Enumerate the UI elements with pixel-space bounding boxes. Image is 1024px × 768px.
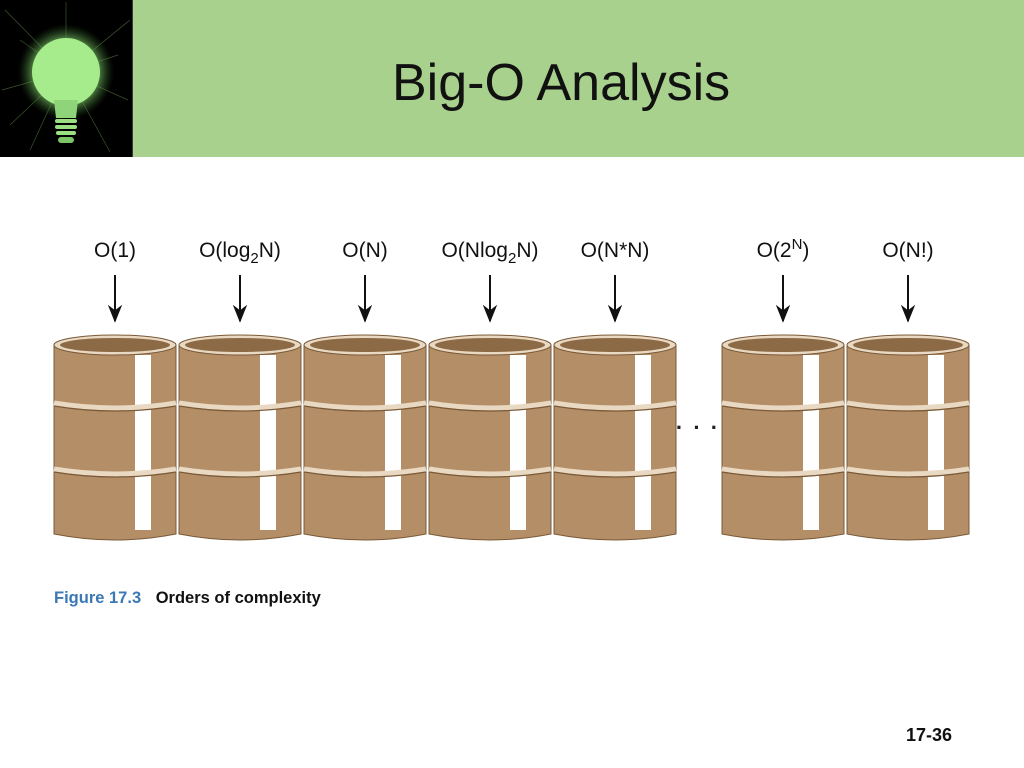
barrel-body: [178, 344, 302, 541]
barrel-body: [428, 344, 552, 541]
complexity-label: O(N): [342, 239, 388, 262]
barrel-highlight: [803, 355, 819, 530]
page-number: 17-36: [906, 725, 953, 745]
barrel-lid: [560, 338, 670, 352]
barrel-hoop-shadow: [846, 405, 970, 412]
complexity-barrel-3: O(N): [303, 239, 427, 541]
barrel-hoop-shadow: [178, 471, 302, 478]
barrel-hoop-shadow: [428, 405, 552, 412]
barrel-hoop: [721, 400, 845, 411]
figure-caption-text: Orders of complexity: [155, 589, 321, 607]
barrel-body: [721, 344, 845, 541]
barrel-lid: [310, 338, 420, 352]
barrel-hoop-shadow: [553, 405, 677, 412]
barrel-hoop-shadow: [303, 471, 427, 478]
barrel-hoop: [428, 466, 552, 477]
barrel-hoop: [553, 400, 677, 411]
barrel-lid: [435, 338, 545, 352]
barrel-hoop: [303, 400, 427, 411]
barrel-hoop: [846, 466, 970, 477]
barrel-lid: [853, 338, 963, 352]
barrel-hoop-shadow: [53, 405, 177, 412]
barrel-hoop: [303, 466, 427, 477]
barrel-body: [846, 344, 970, 541]
barrel-hoop: [53, 400, 177, 411]
barrel-highlight: [510, 355, 526, 530]
barrel-lid: [728, 338, 838, 352]
barrel-hoop-shadow: [178, 405, 302, 412]
barrel-lid: [185, 338, 295, 352]
lightbulb-icon: [0, 0, 133, 157]
barrel-body: [553, 344, 677, 541]
complexity-label: O(log2N): [199, 239, 281, 267]
barrel-hoop: [428, 400, 552, 411]
barrel-hoop: [721, 466, 845, 477]
complexity-barrel-6: O(2N): [721, 236, 845, 541]
complexity-figure: O(1) O(log2N) O(N) O(Nlog2N) O(N*N) O(2N) O(N!…: [0, 157, 1024, 587]
complexity-label: O(1): [94, 239, 136, 262]
barrel-lid: [60, 338, 170, 352]
barrel-hoop: [846, 400, 970, 411]
complexity-barrel-1: O(1): [53, 239, 177, 541]
barrel-highlight: [635, 355, 651, 530]
barrel-hoop-shadow: [428, 471, 552, 478]
barrels-illustration: O(1) O(log2N) O(N) O(Nlog2N) O(N*N) O(2N) O(N!…: [53, 236, 970, 541]
barrel-body: [303, 344, 427, 541]
figure-caption: Figure 17.3 Orders of complexity: [54, 589, 321, 608]
barrel-hoop: [53, 466, 177, 477]
complexity-barrel-5: O(N*N): [553, 239, 677, 541]
complexity-label: O(Nlog2N): [441, 239, 538, 267]
barrel-hoop-shadow: [53, 471, 177, 478]
barrel-hoop-shadow: [846, 471, 970, 478]
complexity-label: O(N*N): [581, 239, 650, 262]
barrel-highlight: [928, 355, 944, 530]
figure-number: Figure 17.3: [54, 589, 142, 607]
ellipsis-text: · · ·: [676, 415, 720, 440]
barrel-highlight: [385, 355, 401, 530]
complexity-label: O(2N): [757, 236, 810, 262]
barrel-body: [53, 344, 177, 541]
barrel-highlight: [260, 355, 276, 530]
slide-title: Big-O Analysis: [392, 54, 731, 112]
title-banner: Big-O Analysis: [0, 0, 1024, 157]
barrel-hoop: [178, 466, 302, 477]
barrel-hoop-shadow: [303, 405, 427, 412]
barrel-hoop: [553, 466, 677, 477]
barrel-hoop-shadow: [553, 471, 677, 478]
complexity-barrel-4: O(Nlog2N): [428, 239, 552, 541]
complexity-barrel-7: O(N!): [846, 239, 970, 541]
barrel-hoop-shadow: [721, 405, 845, 412]
complexity-label: O(N!): [882, 239, 933, 262]
complexity-barrel-2: O(log2N): [178, 239, 302, 541]
barrel-hoop: [178, 400, 302, 411]
barrel-hoop-shadow: [721, 471, 845, 478]
barrel-highlight: [135, 355, 151, 530]
